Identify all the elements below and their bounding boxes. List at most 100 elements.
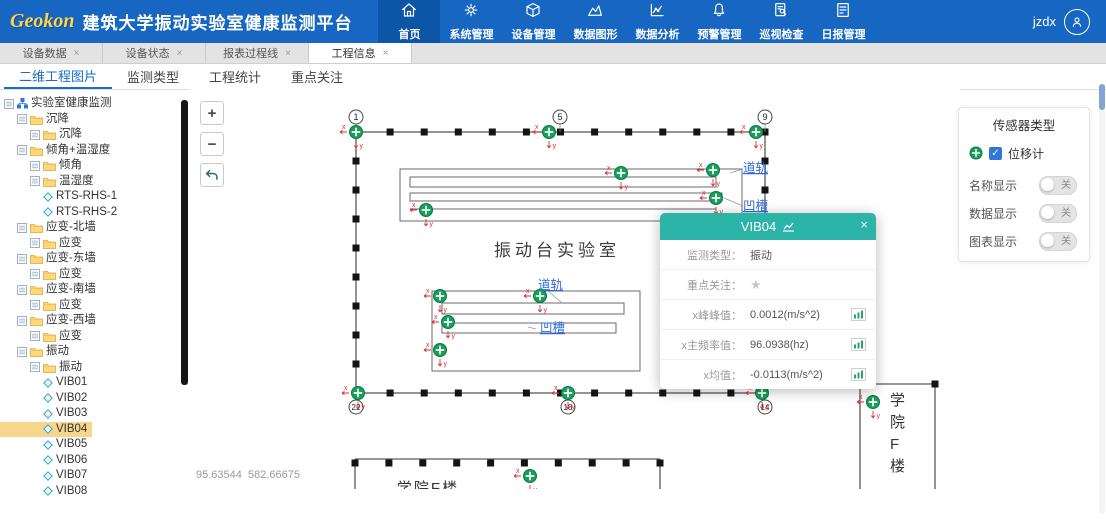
tree-node[interactable]: VIB04 — [0, 421, 93, 437]
tree-node[interactable]: 沉降 — [0, 127, 87, 143]
tree-node[interactable]: 倾角+温湿度 — [0, 143, 115, 159]
tree-node[interactable]: VIB03 — [0, 406, 92, 422]
map-feature-label[interactable]: 道轨 — [743, 161, 769, 175]
subtab[interactable]: 重点关注 — [291, 70, 344, 85]
sensor-marker[interactable]: xy — [431, 314, 456, 340]
sensor-marker[interactable]: xy — [409, 202, 434, 228]
tree-node[interactable]: 振动 — [0, 360, 87, 376]
tab-close-icon[interactable]: × — [73, 47, 80, 59]
sensor-marker[interactable]: xy — [341, 385, 366, 411]
user-avatar-icon[interactable] — [1064, 8, 1090, 35]
tree-node[interactable]: 倾角 — [0, 158, 87, 174]
sensor-marker[interactable]: xy — [423, 288, 448, 314]
tree-expander-icon[interactable] — [30, 362, 40, 373]
tree-expander-icon[interactable] — [30, 160, 40, 171]
sensor-marker[interactable]: xy — [513, 468, 538, 489]
nav-item-home[interactable]: 首页 — [378, 0, 441, 43]
subtab[interactable]: 工程统计 — [209, 70, 262, 85]
tree-expander-icon[interactable] — [17, 284, 27, 295]
trend-icon[interactable] — [782, 221, 795, 232]
sensor-marker[interactable]: xy — [339, 124, 364, 150]
nav-item-charts[interactable]: 数据图形 — [564, 0, 626, 43]
tree-node[interactable]: 应变 — [0, 298, 87, 314]
tree-expander-icon[interactable] — [30, 269, 40, 280]
tree-node[interactable]: 应变 — [0, 267, 87, 283]
toggle-switch[interactable]: 关 — [1039, 203, 1077, 223]
subtab[interactable]: 监测类型 — [127, 70, 180, 85]
nav-item-system[interactable]: 系统管理 — [440, 0, 502, 43]
sensor-marker[interactable]: xy — [696, 162, 721, 188]
zoom-out-button[interactable]: − — [200, 132, 224, 156]
toggle-switch[interactable]: 关 — [1039, 231, 1077, 251]
sensor-type-checkbox[interactable]: ✓ — [989, 146, 1002, 160]
tab-close-icon[interactable]: × — [285, 47, 291, 59]
tree-expander-icon[interactable] — [17, 145, 27, 156]
tab-close-icon[interactable]: × — [176, 47, 183, 59]
tab-close-icon[interactable]: × — [382, 47, 389, 59]
tree-node[interactable]: RTS-RHS-2 — [0, 205, 122, 221]
tree-node[interactable]: 应变 — [0, 236, 87, 252]
tree-expander-icon[interactable] — [17, 114, 27, 125]
popup-close-icon[interactable]: × — [860, 217, 868, 232]
nav-item-analysis[interactable]: 数据分析 — [626, 0, 688, 43]
tree-node[interactable]: 实验室健康监测 — [0, 96, 117, 112]
workspace-tab[interactable]: 设备数据× — [0, 43, 103, 63]
sensor-marker[interactable]: xy — [739, 124, 764, 150]
zoom-in-button[interactable]: + — [200, 101, 224, 125]
tree-node[interactable]: VIB02 — [0, 391, 92, 407]
tree-expander-icon[interactable] — [30, 238, 40, 249]
favorite-star-icon[interactable]: ★ — [750, 276, 762, 292]
sensor-marker[interactable]: xy — [551, 385, 576, 411]
tree-node[interactable]: RTS-RHS-1 — [0, 189, 122, 205]
map-feature-label[interactable]: 凹槽 — [743, 199, 768, 213]
tree-expander-icon[interactable] — [30, 300, 40, 311]
tree-node[interactable]: VIB05 — [0, 437, 92, 453]
reset-view-button[interactable] — [200, 163, 224, 187]
tree-node[interactable]: 应变 — [0, 329, 87, 345]
workspace-tab[interactable]: 设备状态× — [103, 43, 206, 63]
tree-expander-icon[interactable] — [17, 222, 27, 233]
nav-item-inspect[interactable]: 巡视检查 — [750, 0, 812, 43]
sensor-marker[interactable]: xy — [532, 124, 557, 150]
row-chart-icon[interactable] — [851, 308, 866, 321]
tree-node[interactable]: VIB06 — [0, 453, 92, 469]
tree-node[interactable]: VIB07 — [0, 468, 92, 484]
sensor-marker[interactable]: xy — [423, 342, 448, 368]
row-chart-icon[interactable] — [851, 368, 866, 381]
sensor-marker[interactable]: xy — [856, 394, 881, 420]
tree-expander-icon[interactable] — [30, 129, 40, 140]
tree-expander-icon[interactable] — [30, 331, 40, 342]
tree-expander-icon[interactable] — [17, 315, 27, 326]
user-area[interactable]: jzdx — [1033, 8, 1090, 35]
tree-expander-icon[interactable] — [30, 176, 40, 187]
toggle-switch[interactable]: 关 — [1039, 175, 1077, 195]
tree-node[interactable]: 应变-北墙 — [0, 220, 101, 236]
sensor-marker[interactable]: xy — [699, 190, 724, 216]
tree-scrollbar[interactable] — [181, 100, 188, 385]
tree-node[interactable]: 温湿度 — [0, 174, 99, 190]
tree-expander-icon[interactable] — [17, 253, 27, 264]
window-scrollbar-thumb[interactable] — [1099, 84, 1105, 110]
tree-node[interactable]: 振动 — [0, 344, 74, 360]
sensor-marker[interactable]: xy — [604, 165, 629, 191]
subtab[interactable]: 二维工程图片 — [4, 64, 113, 89]
map-feature-label[interactable]: 凹槽 — [540, 321, 565, 335]
tree-node[interactable]: VIB08 — [0, 484, 92, 500]
tree-node[interactable]: VIB01 — [0, 375, 92, 391]
nav-item-device[interactable]: 设备管理 — [502, 0, 564, 43]
workspace-tab[interactable]: 工程信息× — [309, 43, 412, 63]
window-scrollbar[interactable] — [1099, 84, 1105, 514]
map-feature-label[interactable]: 道轨 — [538, 278, 564, 292]
tree-node[interactable]: 应变-南墙 — [0, 282, 101, 298]
row-chart-icon[interactable] — [851, 338, 866, 351]
nav-item-alert[interactable]: 预警管理 — [688, 0, 750, 43]
tree-node[interactable]: 应变-东墙 — [0, 251, 101, 267]
sensor-marker[interactable]: xy — [523, 288, 548, 314]
nav-item-report[interactable]: 日报管理 — [812, 0, 874, 43]
tree-expander-icon[interactable] — [4, 98, 14, 109]
workspace-tab[interactable]: 报表过程线× — [206, 43, 309, 63]
tree-node[interactable]: 沉降 — [0, 112, 74, 128]
tree-expander-icon[interactable] — [17, 346, 27, 357]
tree-node[interactable]: 应变-西墙 — [0, 313, 101, 329]
